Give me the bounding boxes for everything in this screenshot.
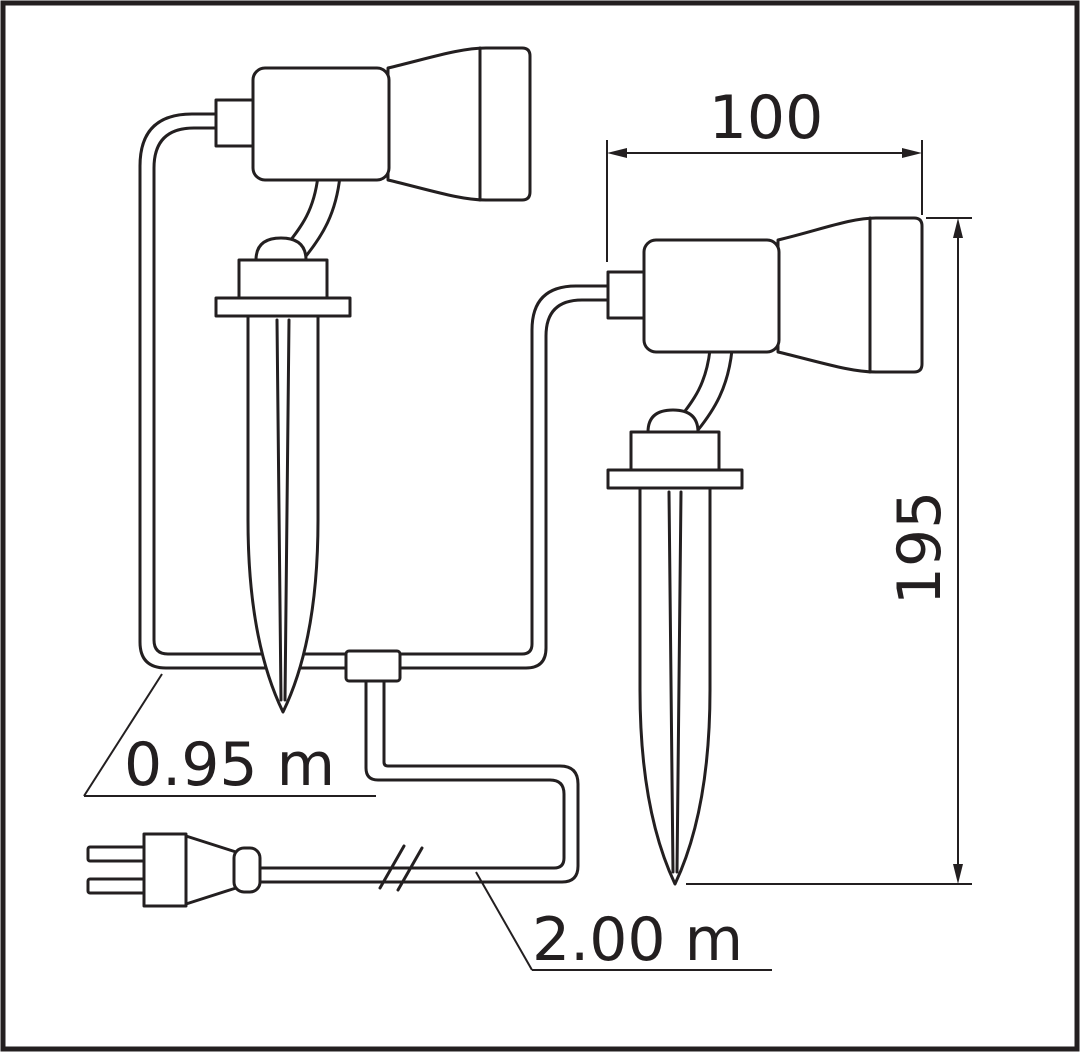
lamp-right-stake-rib-1: [667, 490, 675, 874]
width-arrow-left: [607, 148, 627, 158]
lamp-left-housing: [251, 66, 391, 182]
spotlight-right: [606, 216, 924, 886]
lamp-left-flange: [214, 296, 352, 318]
long-cable-callout: 2.00 m: [475, 871, 772, 975]
lamp-left-reflector: [386, 46, 532, 202]
width-dimension: 100: [606, 83, 923, 262]
height-arrow-bottom: [953, 864, 963, 884]
width-label: 100: [709, 83, 824, 153]
lamp-left-arm-b: [304, 174, 342, 258]
height-label: 195: [885, 491, 955, 606]
lamp-right-knuckle: [646, 408, 700, 434]
main-cable-outer: [256, 678, 580, 884]
lamp-left-knuckle: [254, 236, 308, 262]
lamp-left-cable-gland: [214, 98, 256, 148]
lamp-left-stake: [246, 314, 320, 714]
plug: [86, 832, 262, 908]
width-arrow-right: [902, 148, 922, 158]
plug-body: [184, 834, 238, 906]
lamp-left-stake-rib-2: [283, 318, 291, 702]
lamp-right-flange: [606, 468, 744, 490]
lamp-right-collar: [629, 430, 721, 472]
cable-break-mark-1: [378, 844, 406, 890]
lamp-right-reflector: [776, 216, 924, 374]
spotlight-left: [214, 46, 532, 714]
lamp-right-housing: [642, 238, 781, 354]
lamp-left-arm-a: [284, 174, 320, 248]
lamp-right-cable-gland: [606, 270, 648, 320]
plug-pin-bottom: [86, 877, 148, 895]
plug-grip: [232, 846, 262, 894]
left-cable-inner: [152, 126, 352, 656]
plug-face: [142, 832, 188, 908]
long-cable-length-label: 2.00 m: [532, 905, 743, 975]
cable-network: [138, 112, 612, 892]
lamp-right-stake: [638, 486, 712, 886]
plug-pin-top: [86, 845, 148, 863]
right-cable-inner: [398, 298, 612, 670]
main-cable-inner: [256, 678, 566, 870]
cable-break-mark-2: [396, 846, 424, 892]
junction-box: [344, 649, 402, 683]
lamp-right-arm-b: [696, 348, 734, 432]
short-cable-length-label: 0.95 m: [124, 730, 335, 800]
lamp-left-stake-rib-1: [275, 318, 283, 702]
long-cable-leader: [475, 871, 533, 971]
left-cable-outer: [138, 112, 352, 670]
lamp-right-stake-rib-2: [675, 490, 683, 874]
height-dimension: 195: [686, 217, 972, 885]
height-arrow-top: [953, 218, 963, 238]
lamp-left-collar: [237, 258, 329, 300]
short-cable-callout: 0.95 m: [83, 673, 376, 800]
short-cable-leader: [83, 673, 163, 797]
right-cable-outer: [398, 284, 612, 656]
